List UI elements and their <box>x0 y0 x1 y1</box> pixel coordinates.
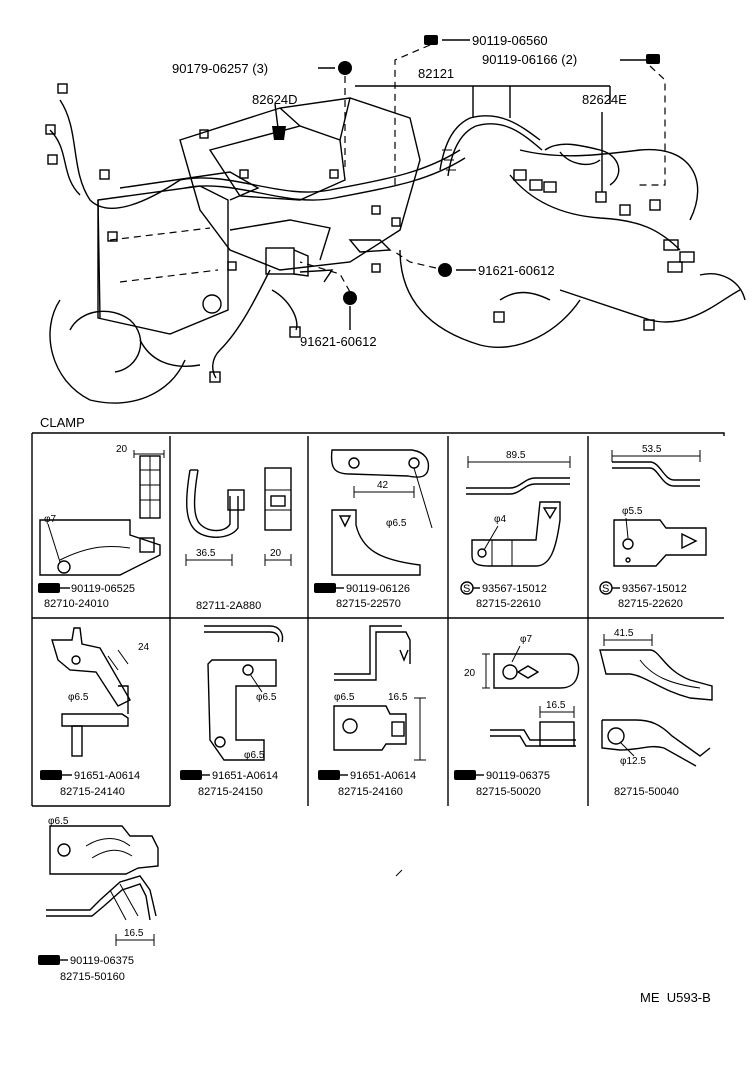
bolt-number: 93567-15012 <box>622 583 687 595</box>
stray-mark <box>395 869 403 877</box>
dimension-label: φ6.5 <box>386 518 407 529</box>
clamp-cell: φ6.5 16.5 91651-A0614 82715-24160 <box>318 625 426 798</box>
section-title: CLAMP <box>40 415 85 430</box>
engine-wiring-illustration <box>45 83 746 404</box>
bolt-icon <box>454 770 476 780</box>
bolt-icon <box>318 770 340 780</box>
bolt-number: 91651-A0614 <box>350 770 416 782</box>
callout-bolt-90119-06166: 90119-06166 (2) <box>482 52 577 67</box>
callout-clamp-82624E: 82624E <box>582 92 627 107</box>
dimension-label: 53.5 <box>642 444 662 455</box>
clamp-cell: 42 φ6.5 90119-06126 82715-22570 <box>314 449 433 610</box>
bolt-number: 91651-A0614 <box>74 770 140 782</box>
clamp-section: CLAMP <box>31 415 725 807</box>
part-number: 82715-50020 <box>476 786 541 798</box>
clamp-cell: φ6.5 16.5 90119-06375 82715-50160 <box>38 816 159 983</box>
part-number: 82715-24150 <box>198 786 263 798</box>
part-number: 82715-22610 <box>476 598 541 610</box>
nut-icon: S <box>460 581 474 595</box>
clamp-cell: 24 φ6.5 91651-A0614 82715-24140 <box>40 627 150 798</box>
bolt-icon <box>314 583 336 593</box>
svg-text:S: S <box>463 583 470 595</box>
bolt-icon <box>38 583 60 593</box>
dimension-label: 41.5 <box>614 628 634 639</box>
bolt-icon <box>646 54 660 64</box>
dimension-label: 16.5 <box>388 692 408 703</box>
dimension-label: 20 <box>116 444 128 455</box>
dimension-label: 89.5 <box>506 450 526 461</box>
clamp-cell: 53.5 φ5.5 S 93567-15012 82715-22620 <box>599 444 707 610</box>
dimension-label: φ6.5 <box>48 816 69 827</box>
clamp-cell: φ7 20 16.5 90119-06375 82715-50020 <box>454 634 580 798</box>
callout-clamp-82624D: 82624D <box>252 92 298 107</box>
dimension-label: 36.5 <box>196 548 216 559</box>
part-number: 82715-24160 <box>338 786 403 798</box>
dimension-label: φ6.5 <box>256 692 277 703</box>
dimension-label: 16.5 <box>546 700 566 711</box>
dimension-label: 16.5 <box>124 928 144 939</box>
clamp-cell: 41.5 φ12.5 82715-50040 <box>599 628 713 798</box>
callout-nut-91621-60612-bottom: 91621-60612 <box>300 334 377 349</box>
part-number: 82710-24010 <box>44 598 109 610</box>
nut-icon <box>343 291 357 305</box>
dimension-label: φ4 <box>494 514 506 525</box>
dimension-label: φ5.5 <box>622 506 643 517</box>
dimension-label: φ7 <box>44 514 56 525</box>
nut-icon <box>438 263 452 277</box>
bolt-number: 90119-06525 <box>71 583 135 595</box>
svg-text:S: S <box>602 583 609 595</box>
callout-harness-82121: 82121 <box>418 66 454 81</box>
nut-icon: S <box>599 581 613 595</box>
callout-leader-lines <box>272 35 666 330</box>
dimension-label: φ7 <box>520 634 532 645</box>
dimension-label: φ12.5 <box>620 756 646 767</box>
bolt-icon <box>38 955 60 965</box>
callout-bolt-90179-06257: 90179-06257 (3) <box>172 61 268 76</box>
dimension-label: 20 <box>464 668 476 679</box>
bolt-number: 93567-15012 <box>482 583 547 595</box>
dimension-label: 20 <box>270 548 282 559</box>
callouts: 90119-06560 90179-06257 (3) 90119-06166 … <box>172 33 627 349</box>
part-number: 82715-24140 <box>60 786 125 798</box>
footer-code: ME U593-B <box>640 990 711 1005</box>
bolt-number: 90119-06375 <box>486 770 550 782</box>
callout-nut-91621-60612-right: 91621-60612 <box>478 263 555 278</box>
part-number: 82715-22620 <box>618 598 683 610</box>
part-number: 82715-22570 <box>336 598 401 610</box>
nut-icon <box>338 61 352 75</box>
clamp-cell: 20 φ7 90119-06525 82710-24010 <box>38 444 165 610</box>
part-number: 82715-50040 <box>614 786 679 798</box>
dimension-label: 24 <box>138 642 150 653</box>
bolt-icon <box>424 35 438 45</box>
dimension-label: φ6.5 <box>334 692 355 703</box>
part-number: 82715-50160 <box>60 971 125 983</box>
dimension-label: φ6.5 <box>68 692 89 703</box>
clip-icon <box>272 126 286 140</box>
clamp-cell: 36.5 20 82711-2A880 <box>185 467 292 612</box>
dimension-label: φ6.5 <box>244 750 265 761</box>
bolt-number: 91651-A0614 <box>212 770 278 782</box>
part-number: 82711-2A880 <box>196 600 261 612</box>
bolt-icon <box>40 770 62 780</box>
bolt-icon <box>180 770 202 780</box>
clamp-cell: 89.5 φ4 S 93567-15012 82715-22610 <box>460 450 571 610</box>
callout-bolt-90119-06560: 90119-06560 <box>472 33 548 48</box>
dimension-label: 42 <box>377 480 389 491</box>
clamp-cell: φ6.5 φ6.5 91651-A0614 82715-24150 <box>180 625 284 798</box>
bolt-number: 90119-06375 <box>70 955 134 967</box>
bolt-number: 90119-06126 <box>346 583 410 595</box>
